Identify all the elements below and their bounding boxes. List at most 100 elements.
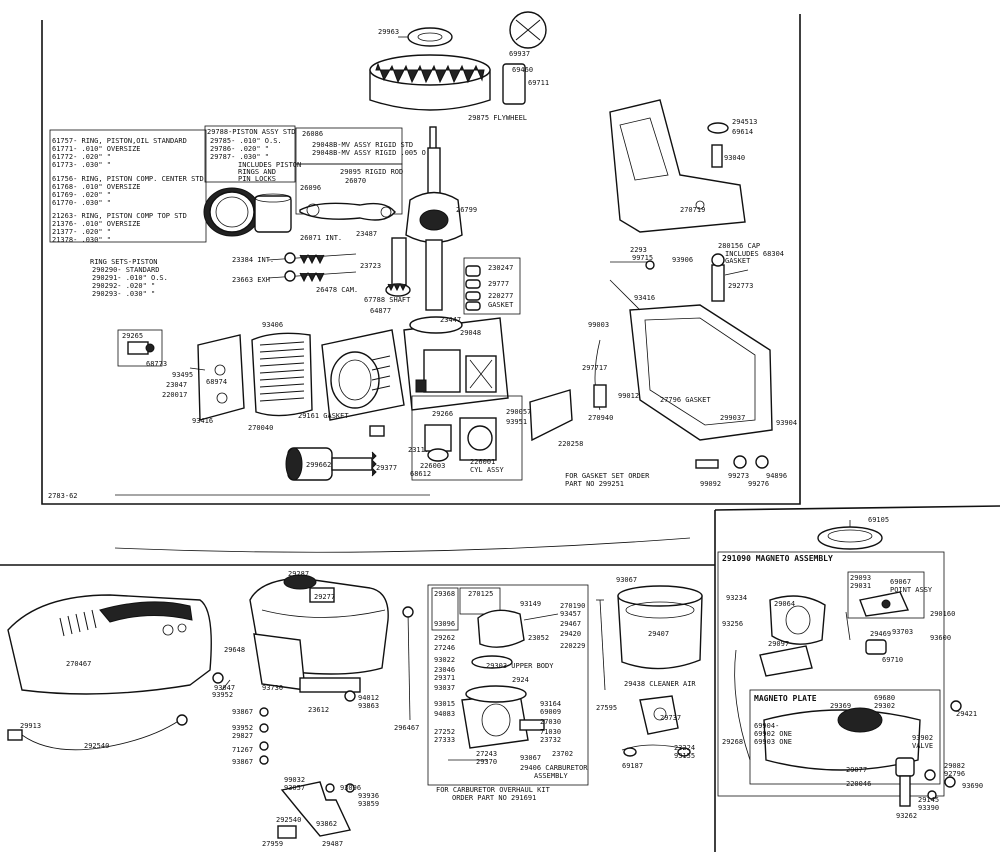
label-elbow-screw: 93936 xyxy=(358,792,379,800)
label-air-cleaner-elem: 29438 CLEANER AIR xyxy=(624,680,696,688)
label-magneto-assy: 291090 MAGNETO ASSEMBLY xyxy=(722,554,833,563)
label-elbow-tube-a: 27959 xyxy=(262,840,283,848)
label-dipstick-spring: 99715 xyxy=(632,254,653,262)
label-rod-assy-a: 29048B-MV ASSY RIGID STD xyxy=(312,141,413,149)
label-carb-idle: 93015 xyxy=(434,700,455,708)
label-carb-extra-a: 93096 xyxy=(434,620,455,628)
label-magneto-plate-a: 69904- xyxy=(754,722,779,730)
label-rod-lock: 29095 RIGID ROD xyxy=(340,168,403,176)
label-carb-jet-d: 29370 xyxy=(476,758,497,766)
label-dipstick-long-b: 27595 xyxy=(596,704,617,712)
label-head-gasket: 29161 GASKET xyxy=(298,412,349,420)
breaker-icon xyxy=(117,329,163,367)
label-dipstick-tube: 292773 xyxy=(728,282,753,290)
label-plug-c: 68612 xyxy=(410,470,431,478)
label-carb-idle-b: 94083 xyxy=(434,710,455,718)
label-ring-comp-top: 21263- RING, PISTON COMP TOP STD xyxy=(52,212,187,220)
label-mag-plug-e: 29145 xyxy=(918,796,939,804)
label-dipstick-cap: 280156 CAP xyxy=(718,242,760,250)
label-carb-overhaul-a: FOR CARBURETOR OVERHAUL KIT xyxy=(436,786,551,794)
label-flywheel-screen: 69711 xyxy=(528,79,549,87)
label-base-nut-a: 99273 xyxy=(728,472,749,480)
label-gasket-set-a: FOR GASKET SET ORDER xyxy=(565,472,650,480)
label-magneto-pts: 69067 xyxy=(890,578,911,586)
label-valve-int-ring: 23487 xyxy=(356,230,377,238)
label-breaker-pt: 68773 xyxy=(146,360,167,368)
label-magneto-lead: 29097 xyxy=(768,640,789,648)
label-dipstick-rod: 93906 xyxy=(672,256,693,264)
label-plug-b: 23117 xyxy=(408,446,429,454)
label-ring-top-010: 21376- .010" OVERSIZE xyxy=(52,220,141,228)
label-carb-choke-c: 27030 xyxy=(540,718,561,726)
label-includes-piston: INCLUDES PISTON xyxy=(238,161,301,169)
label-crank-kit-c: 226003 xyxy=(420,462,445,470)
label-sump-plug: 93416 xyxy=(634,294,655,302)
dipstick-icon xyxy=(402,599,606,721)
label-ring-center-030: 61770- .030" " xyxy=(52,199,111,207)
label-plate-screw: 93951 xyxy=(506,418,527,426)
label-head: 270040 xyxy=(248,424,273,432)
piston-sub-box xyxy=(411,257,523,481)
label-valve-exh: 23663 EXH xyxy=(232,276,270,284)
magneto-icon xyxy=(734,571,941,785)
piston-rings-icon xyxy=(203,187,292,237)
label-fuel-line-b: 93057 xyxy=(284,784,305,792)
label-magneto-valve: 93902 xyxy=(912,734,933,742)
label-piston-assy-010: 29785- .010" O.S. xyxy=(210,137,282,145)
label-cam-gear: 23723 xyxy=(360,262,381,270)
oil-sump-icon xyxy=(593,253,773,441)
label-plug-a: 29377 xyxy=(376,464,397,472)
label-cyl-block: 29048 xyxy=(460,329,481,337)
label-tank-spacer-a: 93867 xyxy=(232,708,253,716)
label-plate-bolt: 290057 xyxy=(506,408,531,416)
label-carb-screw-c: 93037 xyxy=(434,684,455,692)
label-magneto-screw-a: 29268 xyxy=(722,738,743,746)
label-rings-and: RINGS AND xyxy=(238,168,276,176)
label-carb-extra-b: 29371 xyxy=(434,674,455,682)
label-carb-choke-a: 93164 xyxy=(540,700,561,708)
label-breaker-cover: 29265 xyxy=(122,332,143,340)
label-valve-int: 26071 INT. xyxy=(300,234,342,242)
stop-switch-icon xyxy=(7,714,188,751)
label-carb-gasket-a: 29262 xyxy=(434,634,455,642)
magneto-box xyxy=(717,551,945,797)
label-gasket-head: 93406 xyxy=(262,321,283,329)
label-air-clamp-c: 69187 xyxy=(622,762,643,770)
label-crankshaft: 26799 xyxy=(456,206,477,214)
label-tank-cap: 29287 xyxy=(288,570,309,578)
label-magneto-plate-title: MAGNETO PLATE xyxy=(754,694,817,703)
label-sump-gasket-note: GASKET xyxy=(488,301,514,309)
label-rod-assy-b: 29048B-MV ASSY RIGID .005 O xyxy=(312,149,426,157)
label-magneto-valve-b: VALVE xyxy=(912,742,933,750)
label-tank-spacer-b: 93952 xyxy=(232,724,253,732)
label-ring-comp-center: 61756- RING, PISTON COMP. CENTER STD xyxy=(52,175,204,183)
label-ring-oil-020: 61772- .020" " xyxy=(52,153,111,161)
magneto-cover-icon xyxy=(817,526,883,550)
label-gasket-set-b: PART NO 299251 xyxy=(565,480,624,488)
label-mag-plug-a: 29077 xyxy=(846,766,867,774)
label-carb-pin: 93067 xyxy=(520,754,541,762)
label-base-washer: 94896 xyxy=(766,472,787,480)
label-oil-cap: 2293 xyxy=(630,246,647,254)
label-tank-bolt-b: 93952 xyxy=(212,691,233,699)
label-gov-washer: 69614 xyxy=(732,128,753,136)
label-flywheel-top: 29963 xyxy=(378,28,399,36)
carburetor-icon xyxy=(448,609,559,761)
label-rear-plate: 29266 xyxy=(432,410,453,418)
label-cyl-head-screw: 23447 xyxy=(440,316,461,324)
label-air-clamp-a: 23224 xyxy=(674,744,695,752)
air-cleaner-icon xyxy=(617,585,703,757)
label-mag-plug-i: 29421 xyxy=(956,710,977,718)
label-carb-nut: 23702 xyxy=(552,750,573,758)
label-carb-lower: 2924 xyxy=(512,676,529,684)
label-magneto-cond: 29064 xyxy=(774,600,795,608)
label-ring-set-std: 290290- STANDARD xyxy=(92,266,159,274)
label-gov-shaft: 93040 xyxy=(724,154,745,162)
label-carb-float-valve: 29467 xyxy=(560,620,581,628)
label-air-cleaner-tube: 29737 xyxy=(660,714,681,722)
label-mag-plug-b: 29082 xyxy=(944,762,965,770)
label-sump-washer: 270940 xyxy=(588,414,613,422)
label-base-part: 220258 xyxy=(558,440,583,448)
tank-hardware-icon xyxy=(212,672,356,765)
governor-housing-icon xyxy=(609,99,746,233)
